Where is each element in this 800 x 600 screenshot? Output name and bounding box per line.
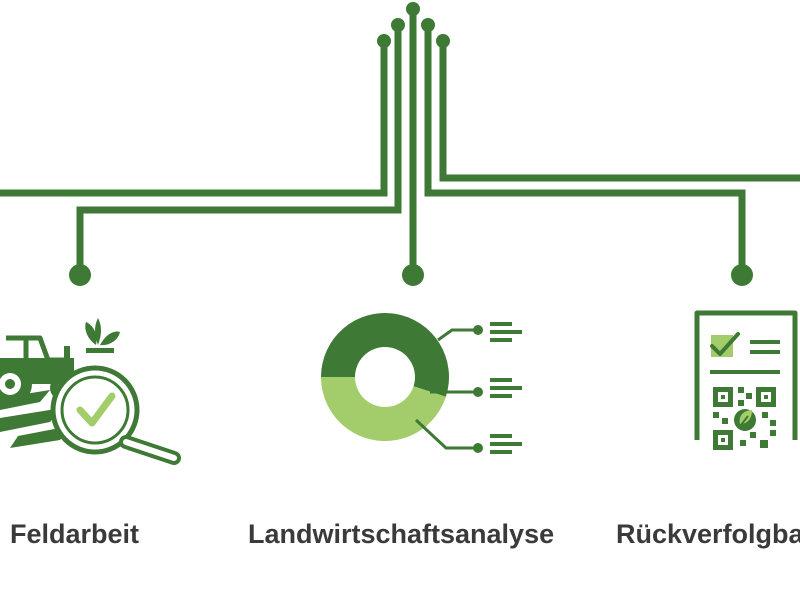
connector-right-top bbox=[439, 41, 800, 182]
section-label-rueckverfolgbarkeit: Rückverfolgbarkeit bbox=[616, 519, 800, 549]
legend-bars bbox=[490, 322, 522, 454]
connector-feldarbeit bbox=[76, 25, 402, 275]
section-label-feldarbeit: Feldarbeit bbox=[10, 519, 140, 549]
document-qr-code-icon bbox=[694, 310, 798, 450]
leader-line-1 bbox=[437, 328, 478, 342]
donut-chart bbox=[321, 313, 449, 441]
node-rueckverfolgbarkeit bbox=[731, 264, 753, 286]
donut-chart-icon bbox=[321, 313, 522, 454]
section-label-landwirtschaftsanalyse: Landwirtschaftsanalyse bbox=[248, 519, 555, 549]
node-feldarbeit bbox=[69, 264, 91, 286]
leader-line-3 bbox=[414, 418, 478, 450]
connector-left-top bbox=[0, 41, 388, 197]
connector-rueckverfolgbarkeit bbox=[424, 25, 746, 275]
connector-dots bbox=[69, 2, 753, 286]
donut-segment-2 bbox=[321, 377, 446, 441]
tractor-magnifier-check-icon bbox=[0, 318, 181, 465]
donut-segment-1 bbox=[321, 313, 449, 397]
node-landwirtschaftsanalyse bbox=[402, 264, 424, 286]
circuit-connectors bbox=[0, 9, 800, 275]
